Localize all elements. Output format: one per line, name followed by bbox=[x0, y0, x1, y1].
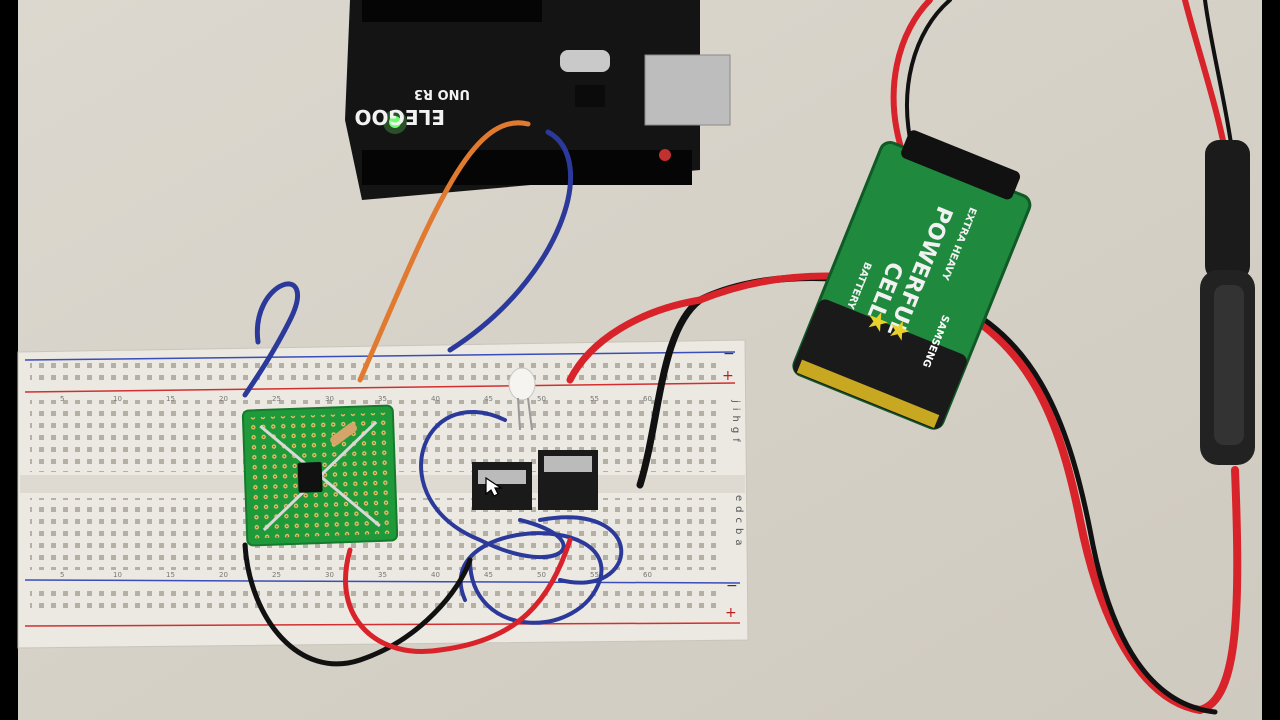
right-cable-red bbox=[1182, 0, 1228, 153]
column-number-top: 45 bbox=[484, 395, 493, 403]
column-number-bottom: 5 bbox=[60, 571, 64, 579]
column-number-top: 10 bbox=[113, 395, 122, 403]
blue-wire-loop-bottom bbox=[458, 531, 604, 625]
column-number-bottom: 40 bbox=[431, 571, 440, 579]
blue-wire-loop-center bbox=[419, 410, 566, 560]
nine-volt-battery: POWERFUL CELL EXTRA HEAVY BATTERY SAMSEN… bbox=[792, 130, 1032, 430]
column-number-bottom: 25 bbox=[272, 571, 281, 579]
rail-plus-top: + bbox=[722, 368, 734, 384]
power-cable-red bbox=[936, 296, 1242, 715]
column-number-top: 5 bbox=[60, 395, 64, 403]
column-number-top: 60 bbox=[643, 395, 652, 403]
black-wire-bottom bbox=[242, 542, 473, 667]
row-letters-bottom: edcba bbox=[733, 495, 744, 550]
to220-component-right bbox=[538, 450, 598, 510]
right-black-bar bbox=[1262, 0, 1280, 720]
left-black-bar bbox=[0, 0, 18, 720]
arduino-board: ELEGOO UNO R3 bbox=[345, 0, 731, 200]
column-number-bottom: 30 bbox=[325, 571, 334, 579]
column-number-bottom: 20 bbox=[219, 571, 228, 579]
to220-component-left bbox=[472, 462, 532, 510]
red-wire-bottom bbox=[343, 537, 573, 654]
top-cable-red bbox=[890, 0, 933, 163]
right-cable-black bbox=[1203, 0, 1234, 152]
rail-minus-top: − bbox=[723, 346, 735, 362]
column-number-top: 35 bbox=[378, 395, 387, 403]
arduino-brand-label: ELEGOO bbox=[355, 105, 446, 129]
green-pcb-module bbox=[241, 404, 399, 547]
column-number-bottom: 50 bbox=[537, 571, 546, 579]
column-numbers-bottom: 5 10 15 20 25 30 35 40 45 50 55 60 bbox=[60, 571, 652, 579]
column-number-bottom: 35 bbox=[378, 571, 387, 579]
column-numbers-top: 5 10 15 20 25 30 35 40 45 50 55 60 bbox=[60, 395, 652, 403]
rail-minus-bottom: − bbox=[726, 578, 738, 594]
led-component bbox=[508, 367, 536, 431]
blue-wire-loop-right bbox=[538, 515, 624, 585]
column-number-bottom: 60 bbox=[643, 571, 652, 579]
dc-barrel-plug bbox=[1200, 140, 1255, 465]
arduino-model-label: UNO R3 bbox=[414, 86, 470, 101]
column-number-top: 50 bbox=[537, 395, 546, 403]
column-number-top: 30 bbox=[325, 395, 334, 403]
hand-cursor-icon bbox=[485, 476, 503, 497]
column-number-top: 20 bbox=[219, 395, 228, 403]
blue-wire-loop-left bbox=[242, 281, 300, 398]
orange-wire bbox=[357, 120, 531, 383]
column-number-top: 40 bbox=[431, 395, 440, 403]
row-letters-top: jihgf bbox=[730, 399, 741, 447]
column-number-bottom: 15 bbox=[166, 571, 175, 579]
column-number-bottom: 45 bbox=[484, 571, 493, 579]
column-number-bottom: 55 bbox=[590, 571, 599, 579]
power-cable-black bbox=[957, 302, 1218, 715]
rail-plus-bottom: + bbox=[725, 605, 737, 621]
column-number-top: 15 bbox=[166, 395, 175, 403]
column-number-bottom: 10 bbox=[113, 571, 122, 579]
column-number-top: 55 bbox=[590, 395, 599, 403]
blue-wire-arduino bbox=[447, 129, 574, 353]
column-number-top: 25 bbox=[272, 395, 281, 403]
